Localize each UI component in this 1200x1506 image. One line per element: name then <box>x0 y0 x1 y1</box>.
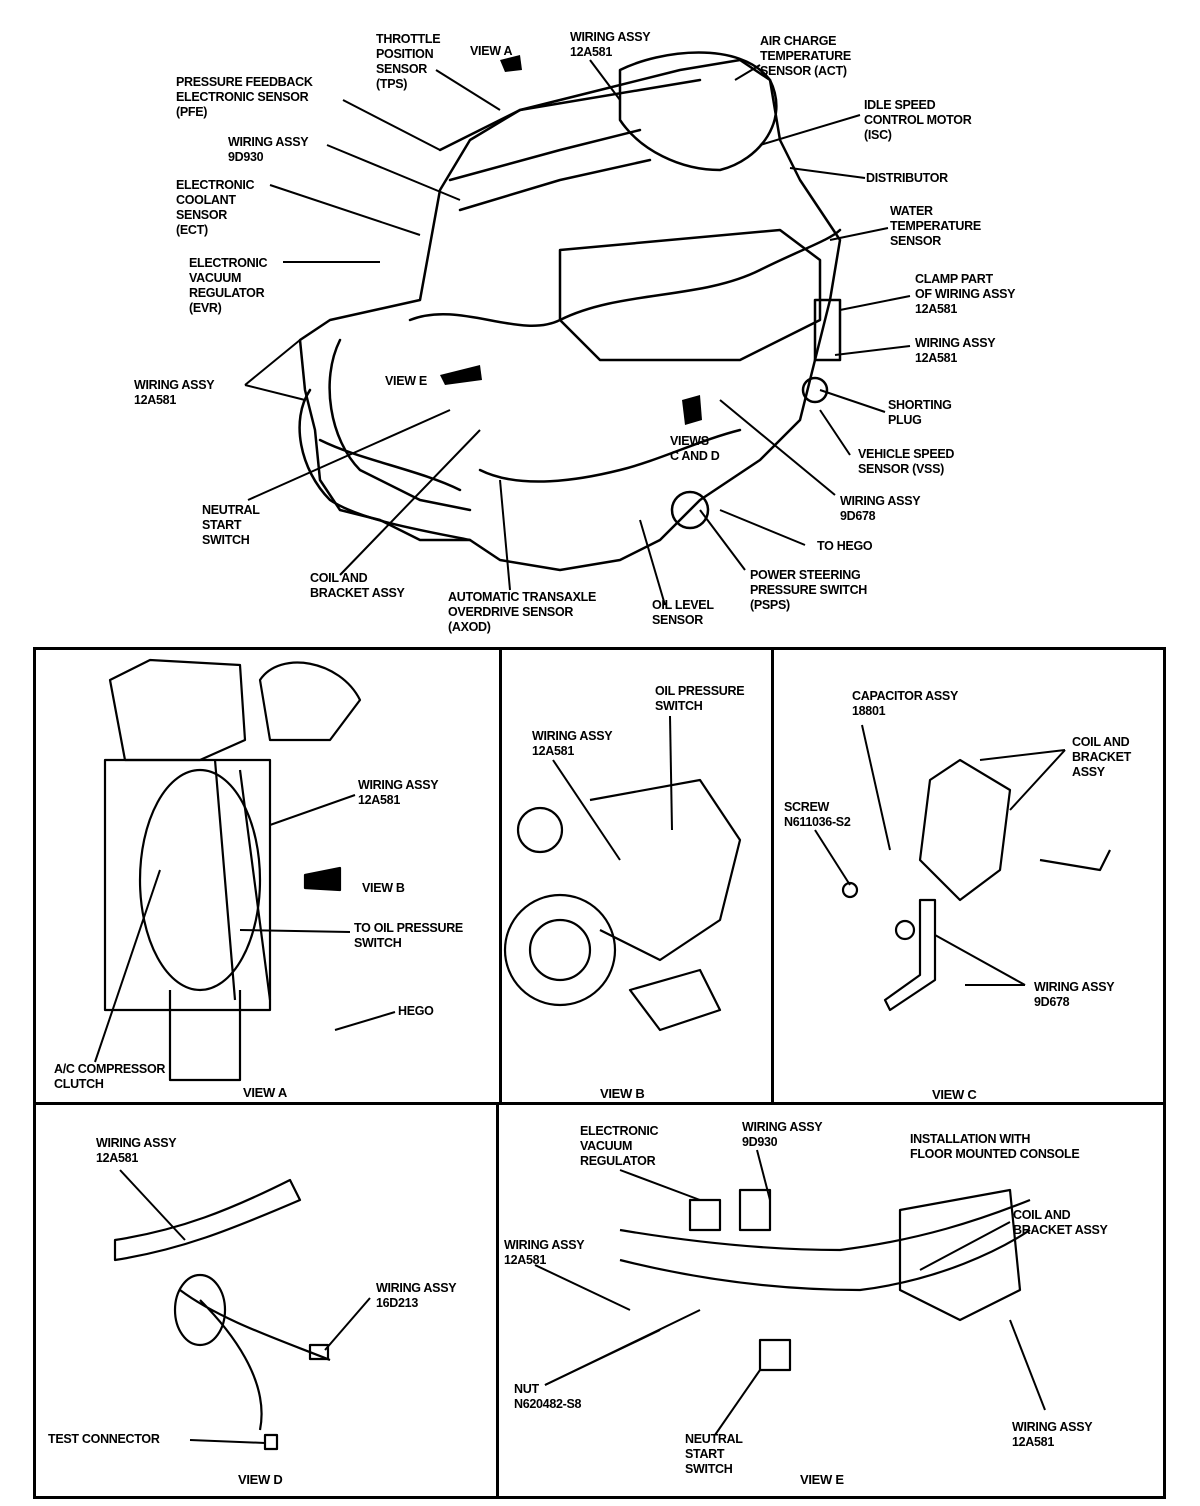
row-divider <box>33 1102 1166 1105</box>
vss-shape <box>801 376 829 404</box>
intake-manifold <box>438 78 702 212</box>
label-to-hego: TO HEGO <box>817 539 873 553</box>
view-c-caption: VIEW C <box>932 1087 977 1102</box>
view-d-panel <box>33 1102 499 1499</box>
view-b-panel <box>499 647 774 1105</box>
view-a-panel <box>33 647 502 1105</box>
view-a-arrow <box>500 55 522 72</box>
clamp-shape <box>813 298 842 362</box>
view-d-label-test-connector: TEST CONNECTOR <box>48 1432 160 1446</box>
valve-cover <box>558 228 822 362</box>
views-cd-arrow <box>682 395 702 425</box>
view-d-caption: VIEW D <box>238 1472 283 1487</box>
view-a-caption: VIEW A <box>243 1085 287 1100</box>
transaxle <box>298 388 472 542</box>
harness-loop <box>408 228 842 328</box>
views-frame <box>33 647 1166 1499</box>
view-a-label-view-b-ref: VIEW B <box>362 881 405 895</box>
label-view-a-ref: VIEW A <box>470 44 513 58</box>
lower-harness <box>478 428 742 483</box>
view-e-caption: VIEW E <box>800 1472 844 1487</box>
view-e-arrow <box>440 365 482 385</box>
oil-level-sensor-shape <box>670 490 710 530</box>
view-b-caption: VIEW B <box>600 1086 645 1101</box>
view-a-label-hego: HEGO <box>398 1004 434 1018</box>
air-cleaner <box>618 51 778 172</box>
label-distributor: DISTRIBUTOR <box>866 171 948 185</box>
label-view-e-ref: VIEW E <box>385 374 427 388</box>
oil-pan <box>328 338 472 512</box>
